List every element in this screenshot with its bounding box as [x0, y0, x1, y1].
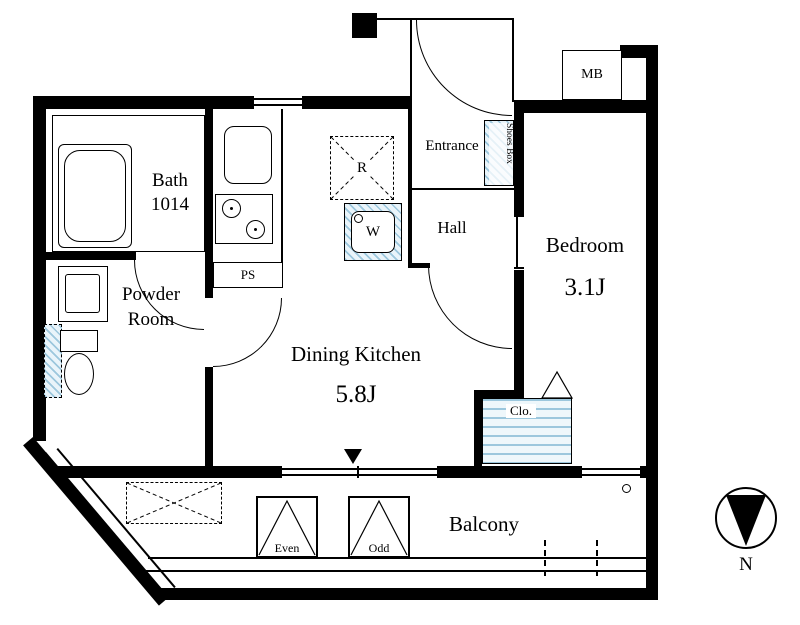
closet-label: Clo. [506, 403, 537, 419]
pipe-space-label: PS [240, 267, 256, 282]
shoes-box: Shoes Box [484, 120, 514, 186]
wall-top-right [514, 100, 658, 113]
wall-powder-right-lower [205, 367, 213, 466]
kitchen-sink [224, 126, 272, 184]
north-label: N [739, 554, 753, 575]
even-hatch-panel: Even [256, 496, 318, 558]
hall-door-arc [428, 265, 512, 349]
wall-right [646, 45, 658, 600]
even-label: Even [270, 541, 304, 555]
toilet-bowl [64, 353, 94, 395]
odd-label: Odd [364, 541, 394, 555]
wall-bath-bottom [46, 252, 136, 260]
pillar [352, 13, 377, 38]
balcony-dashed-marker [596, 540, 598, 576]
panel-triangle-icon [350, 499, 408, 556]
washer-pan: W [344, 203, 402, 261]
bedroom-door-jamb [514, 267, 524, 269]
dk-window-mullion [357, 466, 359, 478]
wall-closet-top [474, 390, 524, 398]
wall-top-left [33, 96, 412, 109]
wall-closet-left [474, 390, 482, 478]
counter-front-line [281, 109, 283, 288]
bathtub-inner [64, 150, 126, 242]
odd-hatch-panel: Odd [348, 496, 410, 558]
wall-hall-door-stub [408, 263, 430, 268]
wall-bedroom-left-upper [514, 113, 524, 215]
powder-room-label: Powder Room [121, 284, 181, 330]
wall-hall-left [408, 109, 412, 267]
bedroom-window-line [582, 474, 640, 476]
burner-dot [229, 206, 233, 210]
washbasin-bowl [65, 274, 100, 313]
entrance-label: Entrance [425, 138, 479, 154]
toilet-side-hatch [44, 324, 62, 398]
window-marker-triangle-icon [344, 449, 362, 464]
kitchen-window-line [254, 104, 302, 106]
entrance-door-leaf [512, 18, 514, 102]
balcony-dashed-marker [544, 540, 546, 576]
refrigerator-space: R [330, 136, 394, 200]
wall-bath-right [205, 109, 213, 260]
dining-kitchen-label: Dining Kitchen [290, 342, 422, 366]
kitchen-window-line [254, 98, 302, 100]
bath-size-label: 1014 [151, 194, 189, 215]
burner-icon [246, 220, 265, 239]
shoes-box-label: Shoes Box [489, 123, 514, 185]
meter-box: MB [562, 50, 622, 100]
burner-icon [222, 199, 241, 218]
refrigerator-label-wrap: R [331, 137, 393, 199]
balcony-drain-icon [622, 484, 631, 493]
wall-unit-bottom-right [640, 466, 646, 478]
stove [215, 194, 273, 244]
dining-kitchen-size-label: 5.8J [335, 381, 377, 408]
bedroom-size-label: 3.1J [564, 274, 606, 301]
wall-left [33, 96, 46, 441]
washer-label: W [365, 223, 381, 240]
toilet-tank [60, 330, 98, 352]
wall-bedroom-left-lower [514, 270, 524, 396]
bedroom-window-line [582, 468, 640, 470]
hall-label: Hall [437, 218, 467, 237]
entrance-recess-left-line [410, 18, 412, 109]
balcony-railing-line [148, 557, 646, 559]
wall-bottom [160, 588, 658, 600]
entrance-door-arc [416, 20, 512, 116]
bedroom-door-leaf [516, 217, 518, 269]
dashed-x-icon [127, 483, 221, 523]
refrigerator-label: R [352, 159, 371, 177]
pipe-space-box: PS [213, 262, 283, 288]
wall-powder-right-upper [205, 260, 213, 298]
bath-label: Bath [152, 170, 188, 191]
wall-unit-bottom-mid [437, 466, 582, 478]
meter-box-label: MB [581, 67, 603, 82]
panel-triangle-icon [258, 499, 316, 556]
entrance-step-line [412, 188, 514, 190]
burner-dot [253, 227, 257, 231]
entrance-recess-top-line [377, 18, 514, 20]
balcony-dashed-space [126, 482, 222, 524]
closet-door-triangle-icon [540, 370, 574, 399]
dk-window-line [282, 474, 437, 476]
bathtub [58, 144, 132, 248]
wall-unit-bottom-left [56, 466, 282, 478]
washer-knob-icon [354, 214, 363, 223]
bath-unit-frame [52, 115, 205, 252]
washbasin [58, 266, 108, 322]
balcony-railing-line [146, 570, 646, 572]
dk-window-line [282, 468, 437, 470]
balcony-label: Balcony [449, 512, 519, 536]
compass-icon [715, 487, 777, 549]
bedroom-label: Bedroom [545, 233, 625, 257]
bedroom-door-jamb [514, 215, 524, 217]
